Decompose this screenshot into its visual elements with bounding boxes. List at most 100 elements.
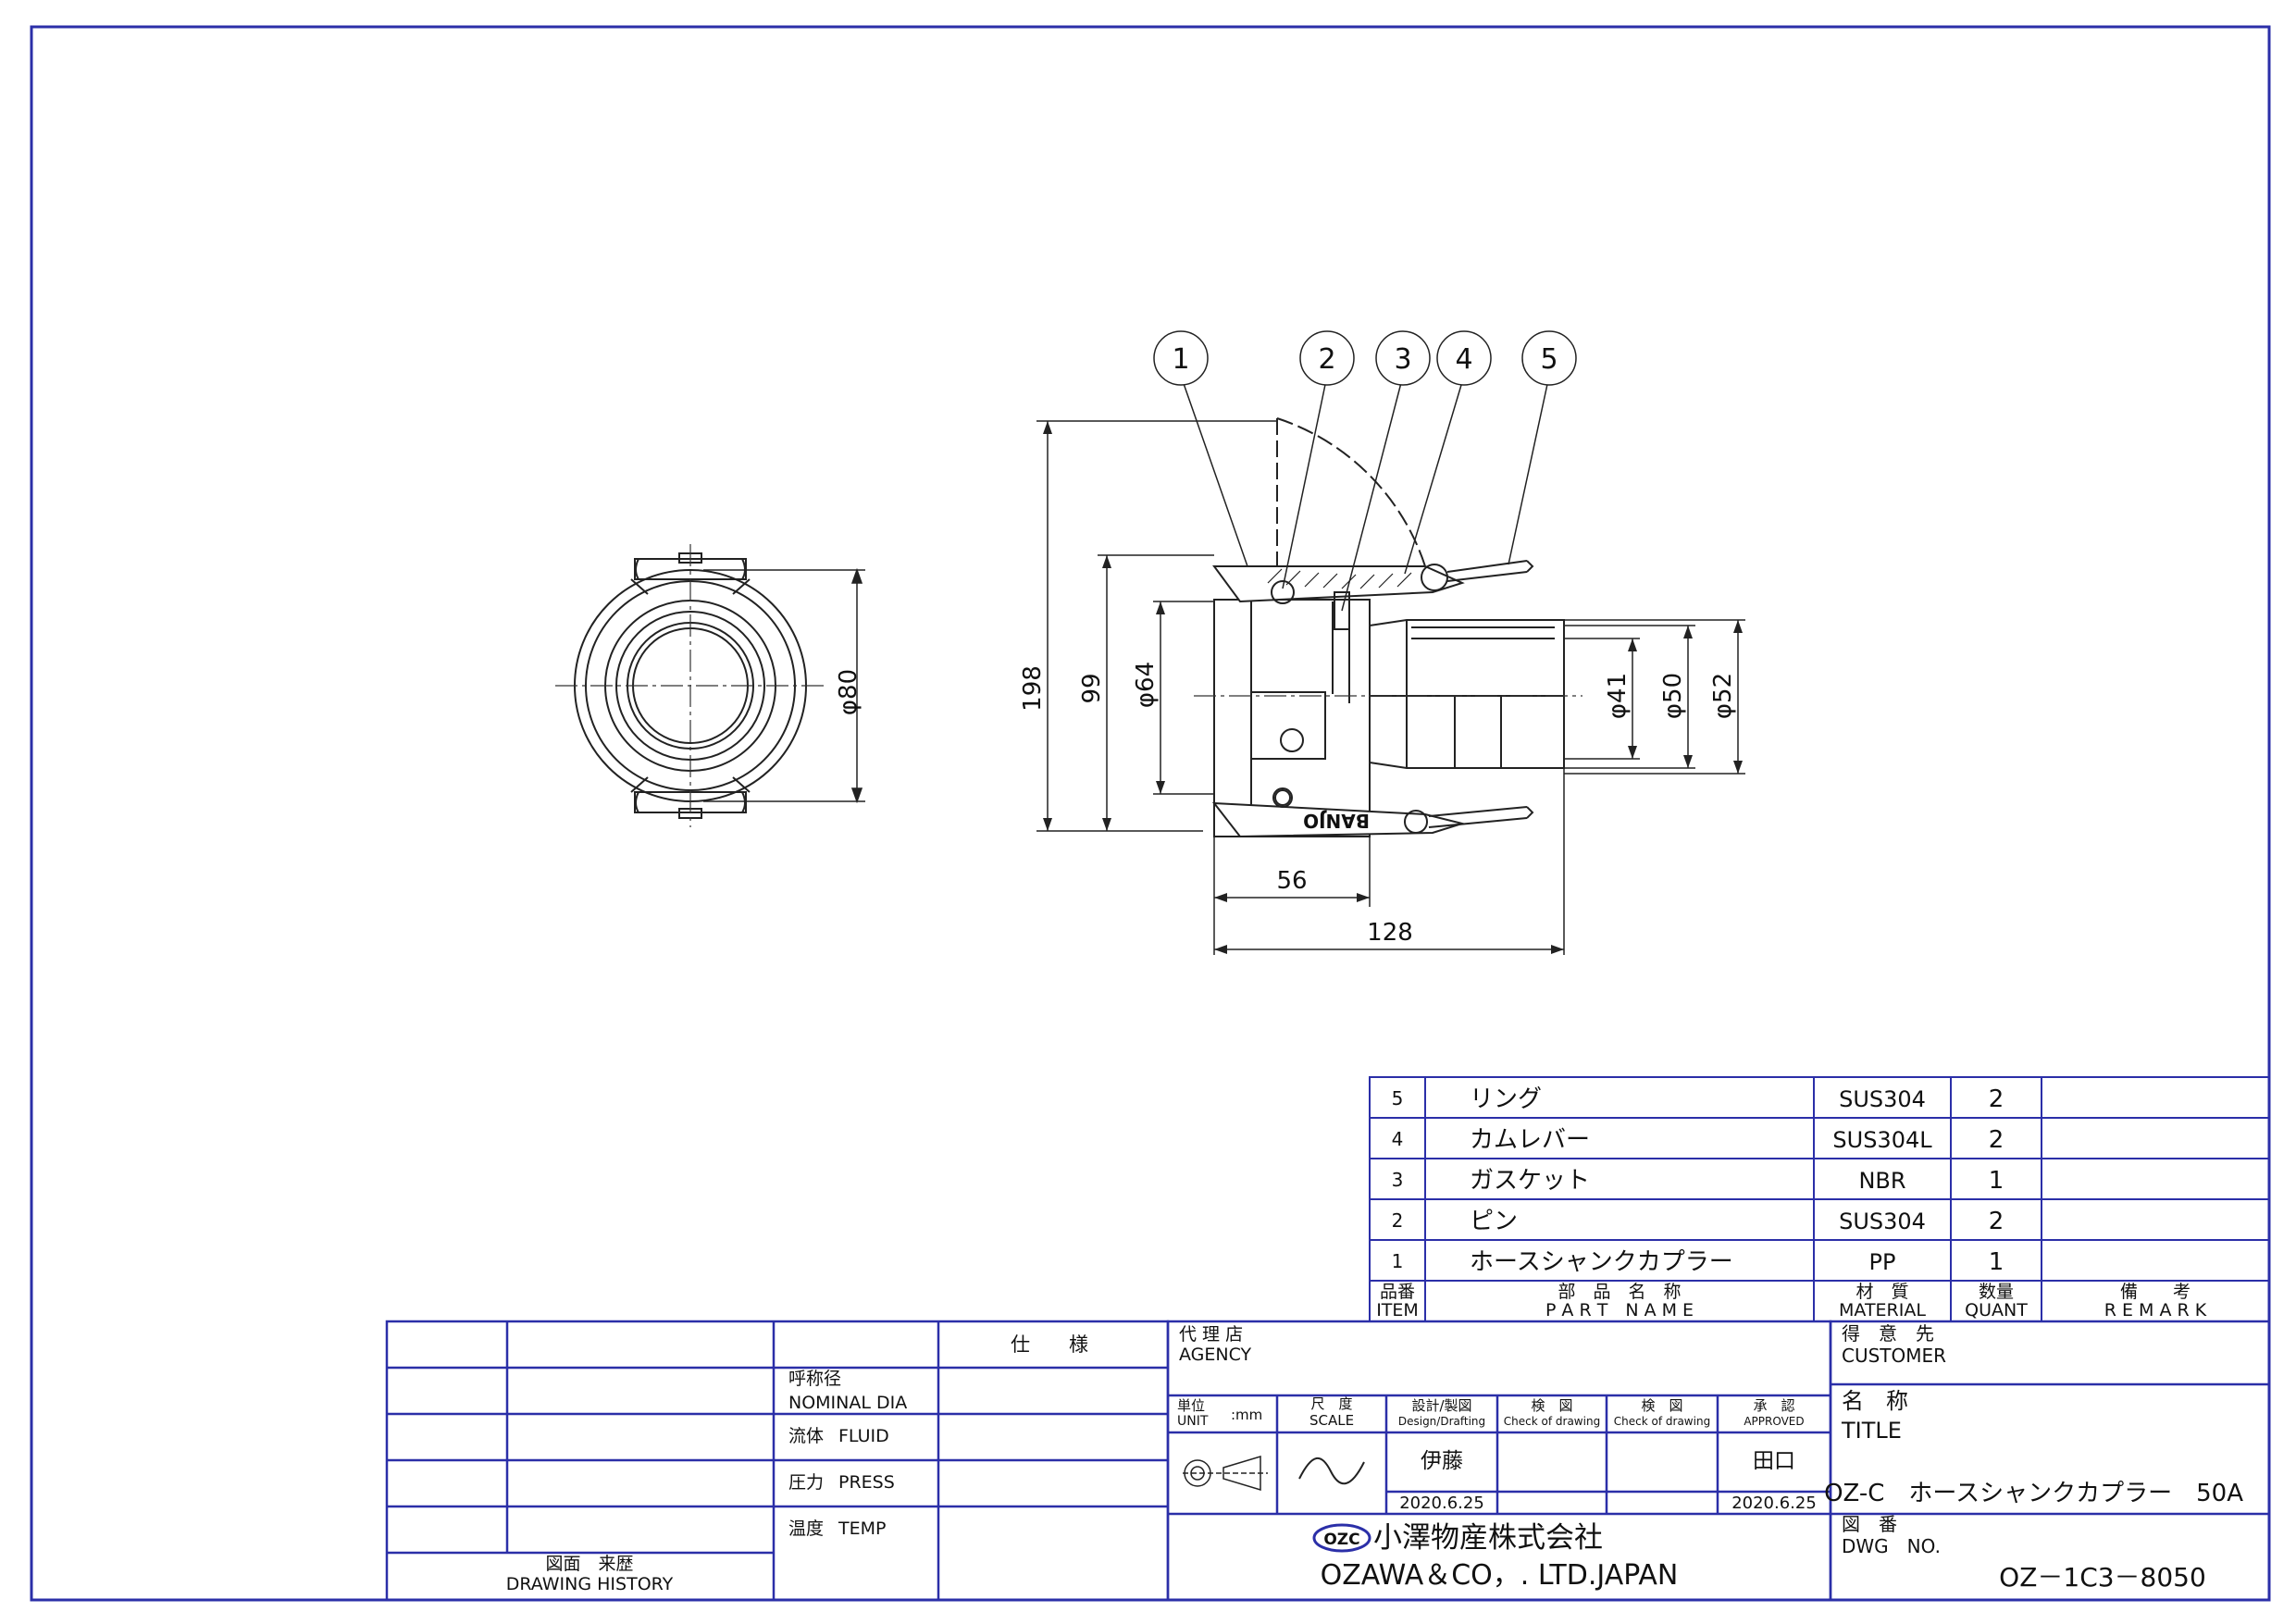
design-date: 2020.6.25 xyxy=(1399,1494,1484,1513)
front-view-dimensions xyxy=(1036,420,1745,955)
part-name: リング xyxy=(1470,1085,1542,1113)
part-item: 3 xyxy=(1392,1169,1404,1191)
spec-label-en: FLUID xyxy=(838,1426,889,1446)
dwg-label-jp: 図 番 xyxy=(1842,1513,1897,1535)
customer-block: 得 意 先 CUSTOMER 名 称 TITLE OZ-C ホースシャンクカプラ… xyxy=(1824,1322,2243,1593)
spec-label-jp: 流体 xyxy=(788,1426,824,1446)
header-remark-en: R E M A R K xyxy=(2104,1300,2207,1320)
history-label-en: DRAWING HISTORY xyxy=(506,1574,674,1594)
dwg-number: OZ－1C3－8050 xyxy=(1999,1562,2206,1593)
unit-value: :mm xyxy=(1231,1407,1262,1423)
check2-label-jp: 検 図 xyxy=(1641,1397,1682,1414)
parts-list-header: 品番 ITEM 部 品 名 称 P A R T N A M E 材 質 MATE… xyxy=(1376,1282,2207,1320)
agency-label-en: AGENCY xyxy=(1179,1345,1252,1365)
design-label-jp: 設計/製図 xyxy=(1411,1397,1471,1414)
balloon-4 xyxy=(1436,330,1492,386)
scale-label-en: SCALE xyxy=(1309,1412,1354,1429)
balloon-5 xyxy=(1521,330,1577,386)
part-item: 5 xyxy=(1392,1087,1404,1110)
logo-text: OZC xyxy=(1323,1531,1359,1549)
dim-99: 99 xyxy=(1078,673,1106,703)
dimension-arrows xyxy=(1043,421,1743,954)
part-item: 4 xyxy=(1392,1128,1404,1150)
parts-row: 2 ピン SUS304 2 xyxy=(1392,1208,2004,1235)
header-material-jp: 材 質 xyxy=(1855,1282,1908,1302)
part-name: ガスケット xyxy=(1470,1167,1590,1195)
body-marking: BANJO xyxy=(1303,810,1370,832)
title-label-jp: 名 称 xyxy=(1842,1388,1908,1414)
part-quant: 1 xyxy=(1989,1167,2004,1195)
approver-name: 田口 xyxy=(1753,1449,1795,1473)
dim-dia-64: φ64 xyxy=(1132,662,1160,708)
dwg-label-en: DWG NO. xyxy=(1842,1535,1941,1557)
title-value: OZ-C ホースシャンクカプラー 50A xyxy=(1824,1480,2243,1507)
part-quant: 1 xyxy=(1989,1248,2004,1276)
spec-label-en: TEMP xyxy=(838,1519,886,1539)
parts-row: 1 ホースシャンクカプラー PP 1 xyxy=(1392,1248,2004,1276)
end-view-dimension xyxy=(703,567,865,804)
scale-nts-icon xyxy=(1298,1457,1365,1485)
spec-label-en: PRESS xyxy=(838,1472,895,1493)
customer-label-jp: 得 意 先 xyxy=(1842,1322,1934,1345)
part-item: 1 xyxy=(1392,1250,1404,1272)
part-name: ホースシャンクカプラー xyxy=(1470,1248,1733,1276)
parts-list-rows: 5 リング SUS304 2 4 カムレバー SUS304L 2 3 ガスケット… xyxy=(1392,1085,2004,1276)
check2-label-en: Check of drawing xyxy=(1614,1415,1710,1428)
balloon-label-1: 1 xyxy=(1172,343,1189,376)
dim-56: 56 xyxy=(1276,867,1307,895)
designer-name: 伊藤 xyxy=(1421,1449,1463,1473)
balloon-3 xyxy=(1375,330,1431,386)
part-material: SUS304L xyxy=(1832,1127,1932,1153)
dim-128: 128 xyxy=(1367,919,1413,947)
part-material: SUS304 xyxy=(1839,1086,1926,1112)
part-item: 2 xyxy=(1392,1209,1404,1232)
balloon-label-4: 4 xyxy=(1455,343,1472,376)
header-name-en: P A R T N A M E xyxy=(1545,1300,1694,1320)
title-label-en: TITLE xyxy=(1841,1418,1902,1444)
balloon-1 xyxy=(1153,330,1209,386)
approved-label-en: APPROVED xyxy=(1744,1415,1804,1428)
design-label-en: Design/Drafting xyxy=(1398,1415,1485,1428)
company-name-jp: 小澤物産株式会社 xyxy=(1373,1521,1603,1555)
part-quant: 2 xyxy=(1989,1208,2004,1235)
unit-label-en: UNIT xyxy=(1177,1414,1209,1429)
spec-label-jp: 温度 xyxy=(788,1519,824,1539)
header-name-jp: 部 品 名 称 xyxy=(1558,1282,1681,1302)
check1-label-jp: 検 図 xyxy=(1531,1397,1572,1414)
approval-block: 代 理 店 AGENCY 単位 UNIT :mm 尺 度 SCALE 設計/製図… xyxy=(1177,1324,1817,1592)
parts-list-grid xyxy=(1369,1076,2270,1322)
header-material-en: MATERIAL xyxy=(1839,1300,1926,1320)
scale-label-jp: 尺 度 xyxy=(1310,1395,1352,1412)
customer-label-en: CUSTOMER xyxy=(1842,1345,1946,1367)
header-quant-en: QUANT xyxy=(1965,1300,2028,1320)
part-quant: 2 xyxy=(1989,1126,2004,1154)
parts-row: 4 カムレバー SUS304L 2 xyxy=(1392,1126,2004,1154)
spec-label-jp: 圧力 xyxy=(788,1472,824,1493)
part-material: NBR xyxy=(1858,1168,1905,1194)
part-balloons xyxy=(1153,330,1577,612)
part-material: SUS304 xyxy=(1839,1209,1926,1234)
company-name-en: OZAWA＆CO，. LTD.JAPAN xyxy=(1321,1559,1679,1592)
dim-198: 198 xyxy=(1019,665,1047,712)
approve-date: 2020.6.25 xyxy=(1731,1494,1817,1513)
agency-label-jp: 代 理 店 xyxy=(1179,1324,1243,1345)
parts-row: 3 ガスケット NBR 1 xyxy=(1392,1167,2004,1195)
parts-row: 5 リング SUS304 2 xyxy=(1392,1085,2004,1113)
history-label-jp: 図面 来歴 xyxy=(545,1554,633,1574)
part-name: カムレバー xyxy=(1470,1126,1590,1154)
balloon-label-3: 3 xyxy=(1394,343,1411,376)
company-logo: OZC xyxy=(1312,1523,1371,1553)
balloon-2 xyxy=(1299,330,1355,386)
end-view-centerlines xyxy=(555,544,825,827)
spec-label-en: NOMINAL DIA xyxy=(788,1393,907,1413)
projection-symbol-icon xyxy=(1183,1455,1268,1492)
part-material: PP xyxy=(1869,1249,1896,1275)
spec-table: 仕 様 呼称径 NOMINAL DIA 流体 FLUID 圧力 PRESS 温度… xyxy=(506,1333,1088,1594)
title-block-grid xyxy=(385,1320,2271,1602)
header-item-en: ITEM xyxy=(1376,1300,1419,1320)
part-name: ピン xyxy=(1470,1208,1518,1235)
dim-dia-41: φ41 xyxy=(1604,673,1632,719)
header-remark-jp: 備 考 xyxy=(2120,1282,2191,1302)
